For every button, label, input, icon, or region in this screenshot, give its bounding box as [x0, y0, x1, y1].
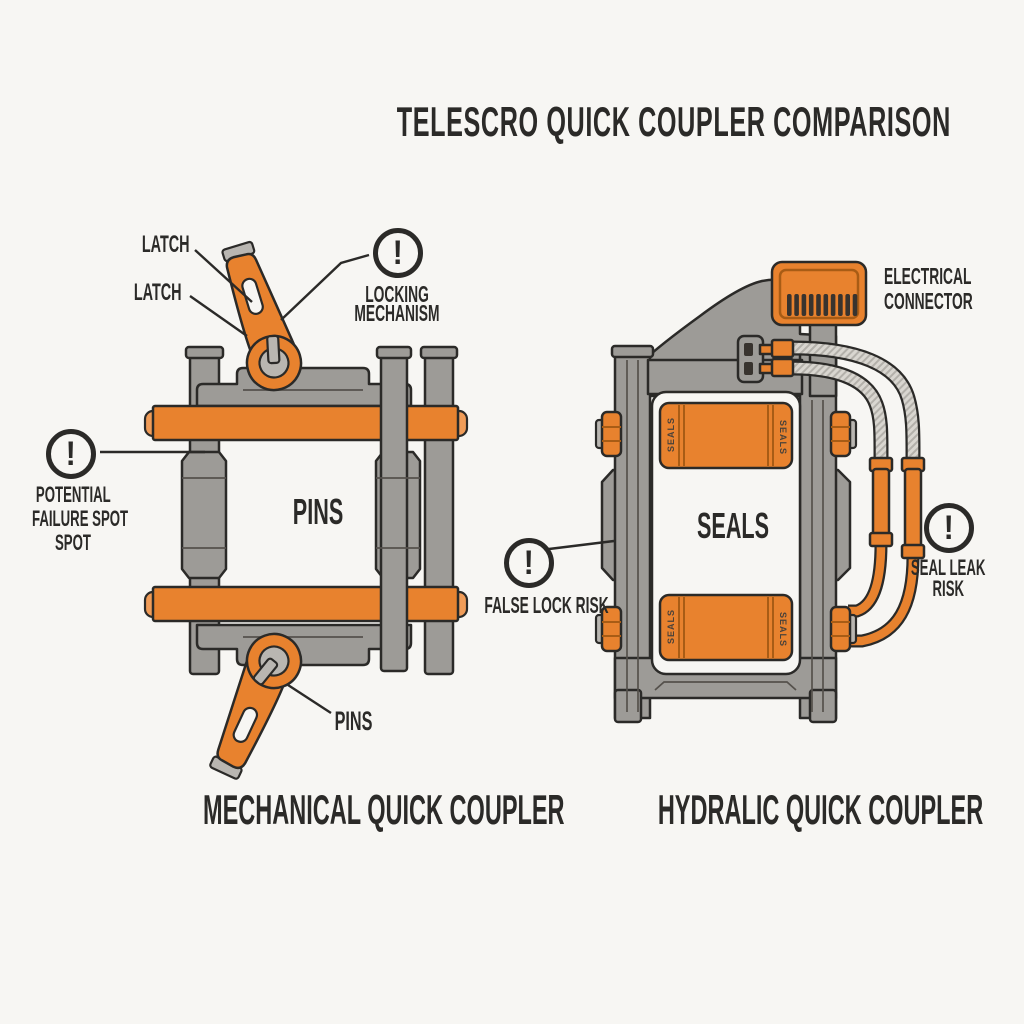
- label-electrical-connector: ELECTRICAL CONNECTOR: [884, 263, 973, 314]
- latch-pin: [266, 334, 281, 365]
- seal-stamp-text: SEALS: [666, 609, 676, 644]
- label-latch-mid: LATCH: [134, 279, 182, 306]
- left-post-cap: [184, 345, 225, 360]
- mechanical-coupler-drawing: [143, 240, 469, 780]
- connector-pins: [787, 294, 858, 316]
- bottom-beam: [195, 623, 413, 667]
- label-seals-center: SEALS: [696, 505, 770, 546]
- right-post-cap: [419, 345, 459, 360]
- pins-bottom-leader: [287, 683, 332, 715]
- latch-pin: [252, 657, 279, 686]
- left-bulge-plate: [180, 450, 228, 580]
- latch-mid-leader: [189, 295, 248, 337]
- label-seal-leak-risk: SEAL LEAK RISK: [910, 555, 986, 601]
- page-title: TELESCRO QUICK COUPLER COMPARISON: [396, 98, 951, 145]
- left-foot: [613, 688, 643, 724]
- latch-top-leader: [194, 249, 253, 303]
- caption-hydraulic: HYDRALIC QUICK COUPLER: [657, 786, 984, 833]
- braided-hoses: [791, 340, 921, 468]
- warning-icon-seal-leak: !: [924, 503, 974, 553]
- top-beam: [195, 366, 413, 408]
- warning-icon-false-lock: !: [504, 538, 554, 588]
- false-lock-leader: [548, 539, 615, 551]
- warning-icon-failure: !: [46, 429, 96, 479]
- label-potential-failure-spot: POTENTIAL FAILURE SPOT SPOT: [32, 482, 129, 555]
- label-latch-top: LATCH: [142, 231, 190, 258]
- label-locking-mechanism: LOCKING MECHANISM: [354, 281, 440, 326]
- bottom-latch: [209, 632, 303, 780]
- seal-bottom: SEALS SEALS: [658, 593, 794, 662]
- bottom-pin-bar: [151, 585, 460, 623]
- electrical-connector-part: [770, 260, 868, 327]
- top-latch: [221, 240, 303, 392]
- hose-connectors: [868, 456, 926, 560]
- right-outer-post: [423, 350, 455, 676]
- side-fittings: [594, 410, 858, 653]
- leader-lines: [100, 249, 615, 715]
- hydraulic-coupler-drawing: SEALS SEALS SEALS SEALS: [594, 260, 926, 724]
- top-pin-bar: [151, 404, 460, 442]
- label-pins-bottom: PINS: [335, 706, 373, 736]
- caption-mechanical: MECHANICAL QUICK COUPLER: [203, 786, 565, 833]
- warning-icon-locking: !: [373, 228, 423, 278]
- seal-stamp-text: SEALS: [778, 420, 788, 455]
- seal-top: SEALS SEALS: [658, 401, 794, 470]
- label-false-lock-risk: FALSE LOCK RISK: [484, 592, 609, 618]
- seal-stamp-text: SEALS: [666, 417, 676, 452]
- hose-fitting-plate: [736, 334, 795, 384]
- hydraulic-tubes: [848, 543, 920, 648]
- right-column: [808, 320, 838, 398]
- locking-leader: [280, 253, 370, 321]
- label-pins-center: PINS: [292, 491, 344, 532]
- seal-stamp-text: SEALS: [778, 612, 788, 647]
